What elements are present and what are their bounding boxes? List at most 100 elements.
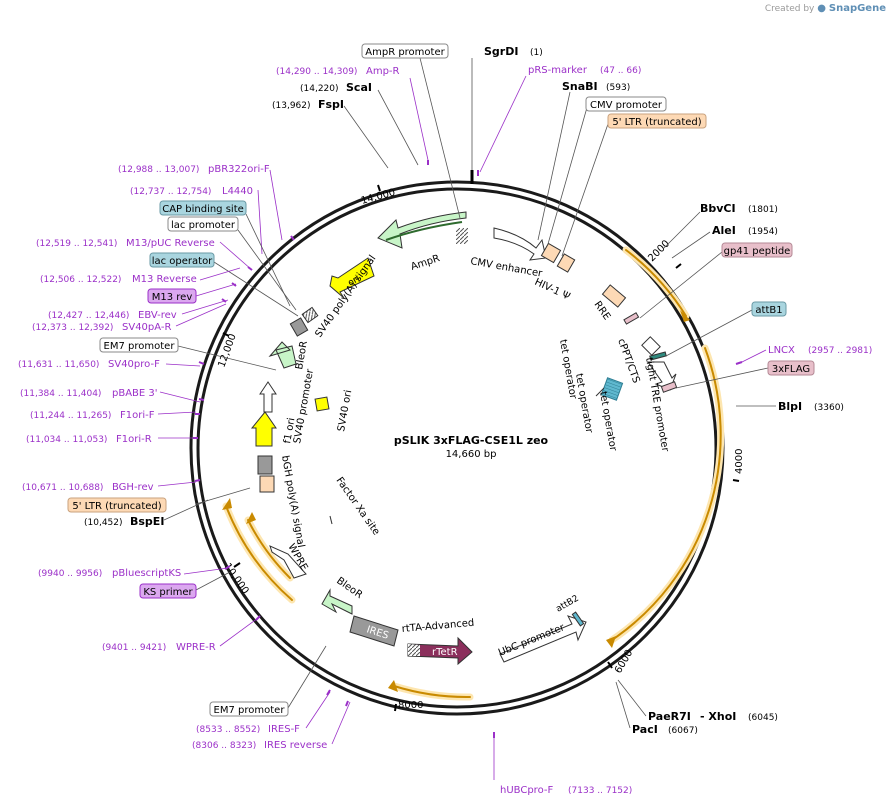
label-m13rev-box: M13 rev	[152, 292, 193, 303]
label-xhoi-coord: (6045)	[748, 713, 778, 723]
hiv-psi-box-2[interactable]	[556, 253, 576, 273]
white-promoter-arrow-left[interactable]	[259, 381, 277, 413]
label-paci-coord: (6067)	[668, 726, 698, 736]
label-bspei-coord: (10,452)	[84, 518, 123, 528]
feature-bgh-polya: bGH poly(A) signal	[279, 455, 306, 549]
rtetr-arrow[interactable]	[407, 636, 473, 666]
box-cmv-promoter	[585, 96, 667, 112]
label-cap: CAP binding site	[162, 204, 244, 215]
label-bgh: BGH-rev	[112, 482, 154, 493]
cppt-box[interactable]	[641, 336, 661, 356]
label-snabi-coord: (593)	[606, 83, 630, 93]
leader-pbr322	[269, 169, 283, 241]
box-em7-lower	[209, 701, 289, 717]
label-m13puc: M13/pUC Reverse	[126, 238, 215, 249]
bleor-arrow-upper[interactable]	[268, 341, 297, 369]
leader-scai	[377, 89, 419, 166]
label-iresf: IRES-F	[268, 724, 300, 735]
primer-ticks	[193, 160, 743, 738]
label-ltr-top: 5' LTR (truncated)	[612, 117, 701, 128]
arrowhead-gp41	[680, 310, 690, 322]
bleor-arrow-lower[interactable]	[321, 588, 353, 615]
attb1-marker[interactable]	[649, 351, 667, 361]
ubc-promoter-arrow[interactable]	[499, 615, 587, 663]
leader-pbabe	[159, 391, 201, 403]
label-wpre-r: WPRE-R	[176, 642, 216, 653]
label-ampr-coord: (14,290 .. 14,309)	[276, 67, 357, 77]
label-em7-upper: EM7 promoter	[104, 341, 176, 352]
ltr-peach-box-left[interactable]	[259, 475, 275, 493]
label-3xflag: 3xFLAG	[772, 364, 810, 375]
box-lac-promoter	[167, 216, 239, 232]
label-sgrdi-coord: (1)	[530, 48, 543, 58]
label-m13puc-coord: (12,519 .. 12,541)	[36, 239, 117, 249]
box-cap	[159, 200, 247, 216]
label-ebv: EBV-rev	[138, 310, 177, 321]
tick-6000	[607, 661, 613, 669]
attb2-box[interactable]	[571, 611, 585, 627]
box-attb1	[751, 301, 787, 317]
label-alei-coord: (1954)	[748, 227, 778, 237]
sv40-ori-box[interactable]	[314, 396, 330, 412]
label-ampr-promoter: AmpR promoter	[365, 47, 445, 58]
label-prs-marker: pRS-marker	[528, 65, 588, 76]
leader-m13rev	[199, 267, 241, 281]
feature-sv40-polya: SV40 poly(A) signal	[313, 253, 378, 339]
label-scai-coord: (14,220)	[300, 84, 339, 94]
ampr-arrow[interactable]	[377, 211, 467, 249]
leader-lac-operator	[213, 261, 299, 317]
f1-ori-arrow[interactable]	[250, 411, 277, 447]
leader-sv40pro	[165, 363, 201, 367]
leader-paci	[615, 681, 631, 729]
arrowhead-left-inner	[246, 512, 256, 524]
arc-left-inner-line	[247, 519, 291, 579]
rre-box[interactable]	[601, 284, 627, 308]
arrowhead-left-outer	[222, 498, 232, 510]
feature-f1-ori: f1 ori	[282, 417, 297, 445]
cmv-enhancer-arrow[interactable]	[493, 227, 547, 261]
label-bbvci-coord: (1801)	[748, 205, 778, 215]
bgh-gray-box[interactable]	[257, 455, 273, 475]
leader-wpre-r	[219, 617, 259, 647]
tet-operator-block[interactable]	[600, 377, 624, 401]
feature-tet-operator-2: tet operator	[573, 373, 594, 435]
leader-em7-upper	[177, 345, 277, 371]
tick-marks	[222, 184, 740, 712]
leader-lac-promoter	[237, 229, 297, 311]
label-m13rev: M13 Reverse	[132, 274, 197, 285]
leader-bgh	[157, 481, 197, 487]
box-ampr-promoter	[361, 43, 449, 59]
arc-left-inner	[244, 516, 294, 582]
ori-arrow[interactable]	[329, 257, 375, 299]
leader-ampr-promoter	[419, 57, 461, 219]
label-bspei: BspEI	[130, 515, 164, 528]
leader-ampr-primer	[409, 77, 429, 161]
hiv-psi-box-1[interactable]	[540, 242, 562, 264]
label-l4440: L4440	[222, 186, 253, 197]
3xflag-marker[interactable]	[660, 381, 678, 393]
label-iresrev-coord: (8306 .. 8323)	[192, 741, 256, 751]
factor-xa-tick	[329, 515, 333, 525]
leader-pbluescript	[183, 567, 229, 575]
label-f1orif: F1ori-F	[120, 410, 155, 421]
leader-fspi	[343, 105, 389, 169]
feature-bleor-upper: BleoR	[294, 340, 310, 370]
box-ks	[139, 583, 197, 599]
arrowhead-right-large	[606, 636, 616, 648]
leader-attb1	[665, 309, 753, 357]
ires-box[interactable]	[349, 615, 399, 647]
label-pbabe-coord: (11,384 .. 11,404)	[20, 389, 101, 399]
gp41-marker[interactable]	[623, 312, 640, 325]
label-xhoi: - XhoI	[700, 710, 736, 723]
label-pbluescript: pBluescriptKS	[112, 568, 181, 579]
leader-ks	[195, 571, 231, 591]
tick-10000	[233, 562, 241, 568]
wpre-arrow[interactable]	[269, 545, 307, 579]
rtetr-hatch	[408, 644, 420, 656]
tick-2000	[675, 263, 682, 269]
arc-right-large	[608, 344, 725, 644]
feature-rtta: rtTA-Advanced	[401, 618, 474, 635]
label-sv40pro-coord: (11,631 .. 11,650)	[18, 360, 99, 370]
label-lncx: LNCX	[768, 345, 795, 356]
